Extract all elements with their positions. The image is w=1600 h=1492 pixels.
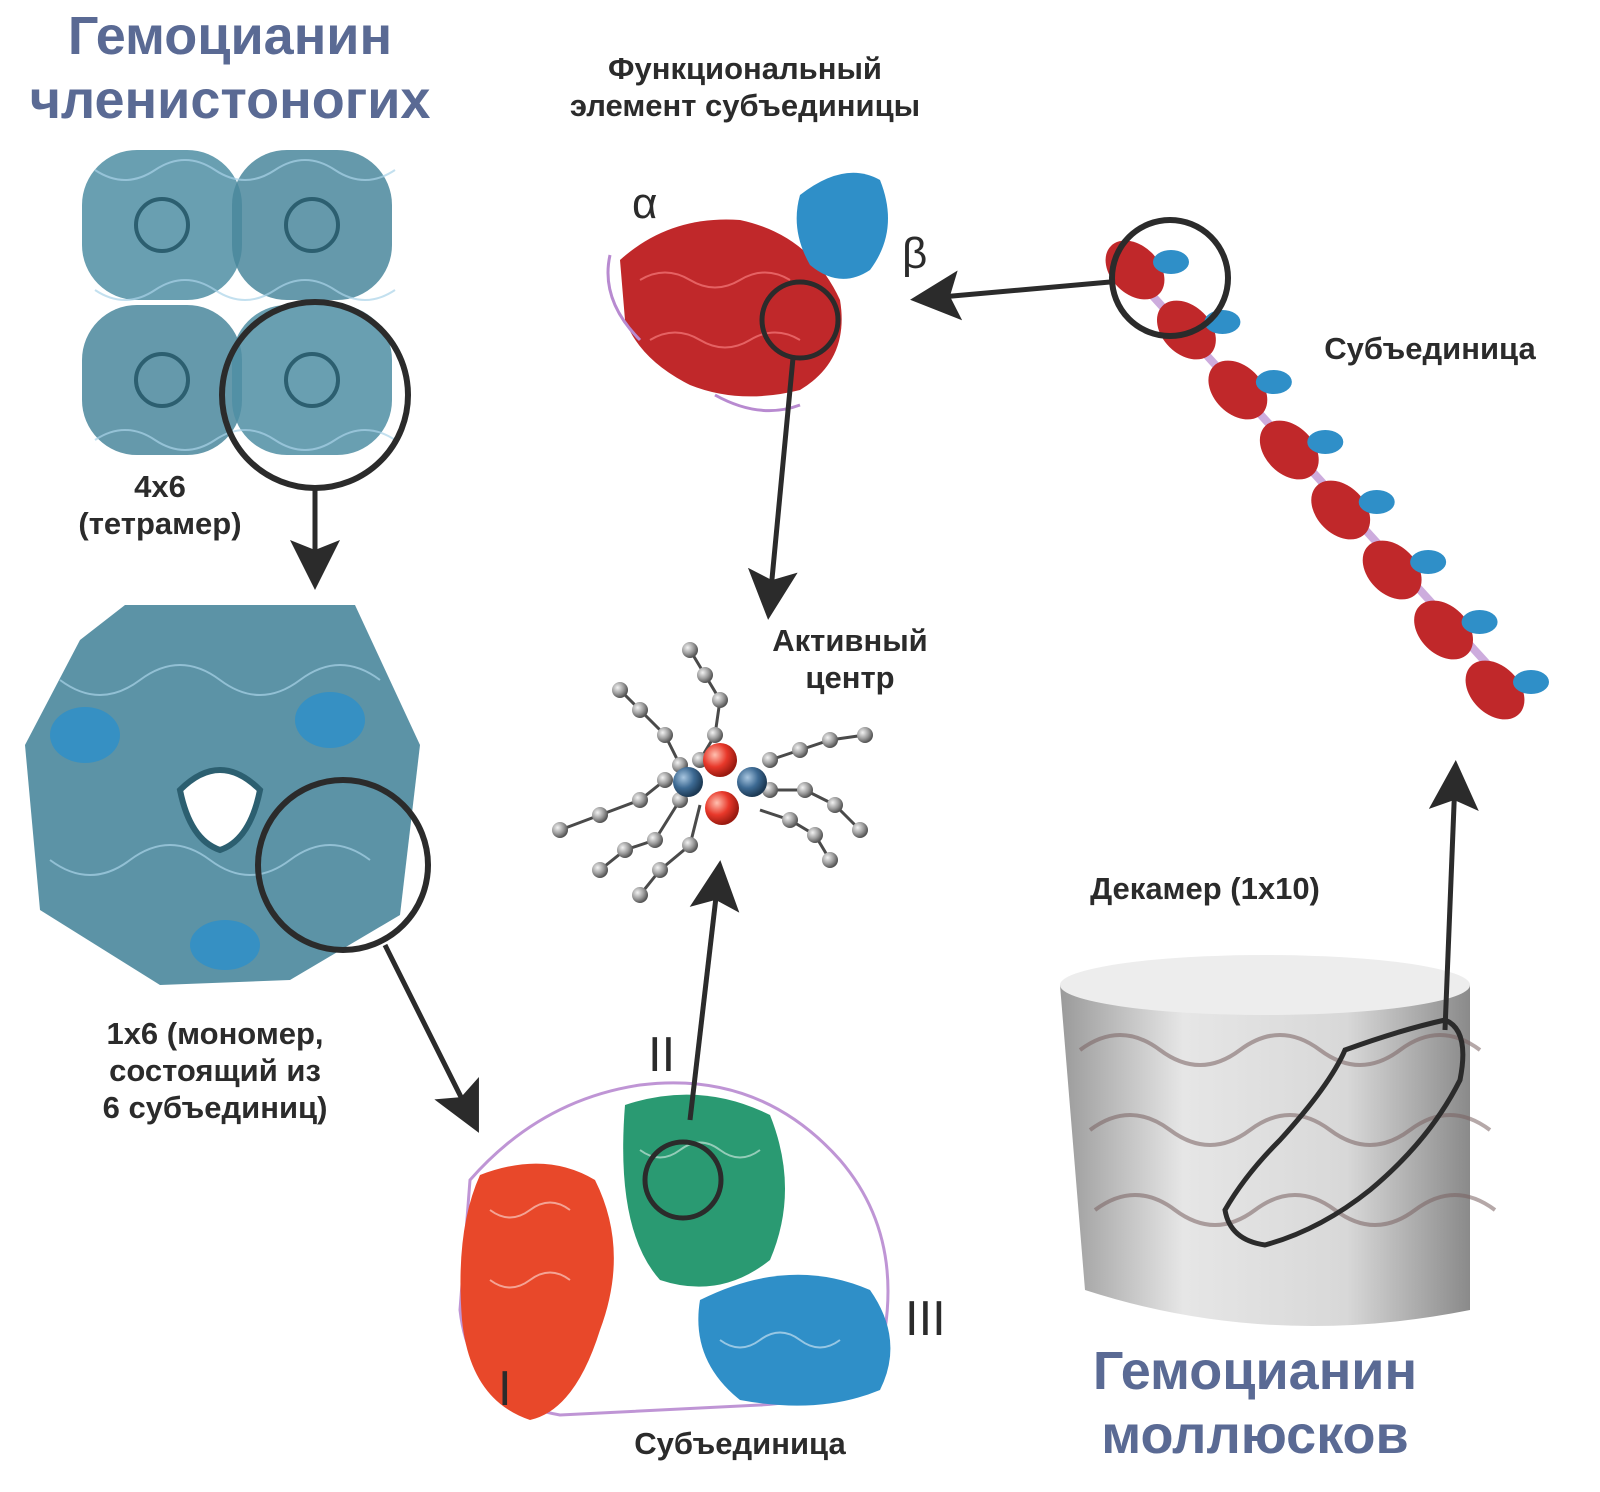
arthropod-title-line2: членистоногих — [29, 69, 431, 130]
active-site-line1: Активный — [772, 623, 928, 658]
decamer-top — [1060, 955, 1470, 1015]
chain-unit-alpha — [1208, 360, 1268, 420]
chain-unit-alpha — [1105, 240, 1165, 300]
chain-unit-alpha — [1362, 540, 1422, 600]
domain-3-label: III — [905, 1292, 946, 1346]
arrow-fu-to-active-site — [747, 357, 798, 620]
arrow-decamer-to-chain — [1428, 760, 1479, 1031]
fu-active-site-circle — [759, 279, 841, 361]
chain-unit-alpha — [1157, 300, 1216, 360]
functional-unit-line1: Функциональный — [608, 51, 882, 86]
hexamer-structure-image — [25, 605, 420, 985]
subunit-domain-2 — [623, 1094, 785, 1287]
chain-functional-unit — [1362, 540, 1447, 600]
arthropod-subunit-image — [458, 1081, 891, 1420]
copper-atom-left — [673, 767, 703, 797]
chain-unit-beta — [1410, 550, 1447, 574]
arrow-monomer-to-subunit — [382, 943, 479, 1133]
mollusc-title-line1: Гемоцианин — [1092, 1341, 1418, 1401]
chain-unit-beta — [1358, 490, 1395, 514]
decamer-cylinder-image — [1060, 955, 1497, 1326]
chain-unit-beta — [1153, 250, 1189, 274]
chain-unit-alpha — [1465, 660, 1525, 720]
chain-unit-alpha — [1414, 600, 1473, 660]
fu-coil — [606, 254, 801, 413]
arrow-subunit-to-active-site — [687, 860, 740, 1121]
monomer-label-line3: 6 субъединиц) — [102, 1090, 328, 1126]
monomer-label: 1x6 (мономер, состоящий из 6 субъединиц) — [55, 1015, 375, 1127]
subunit-active-site-circle — [642, 1139, 724, 1221]
fu-beta-domain — [796, 172, 888, 279]
mollusc-subunit-label: Субъединица — [1324, 331, 1536, 366]
chain-functional-unit — [1208, 360, 1292, 420]
monomer-label-line2: состоящий из — [109, 1053, 321, 1089]
subunit-domain-1 — [460, 1163, 614, 1420]
chain-unit-beta — [1307, 430, 1344, 454]
oxygen-atom-bottom — [705, 791, 739, 825]
tetramer-hexamer-tl — [82, 150, 242, 300]
arthropod-title: Гемоцианин членистоногих — [10, 5, 450, 132]
functional-unit-line2: элемент субъединицы — [569, 88, 921, 124]
subunit-domain-3 — [698, 1274, 891, 1406]
monomer-label-line1: 1x6 (мономер, — [106, 1016, 324, 1051]
chain-unit-beta — [1513, 670, 1549, 694]
tetramer-zoom-circle — [219, 299, 411, 491]
chain-functional-unit — [1259, 420, 1344, 480]
tetramer-hexamer-tr — [232, 150, 392, 300]
tetramer-label: 4x6 (тетрамер) — [40, 468, 280, 542]
mollusc-title: Гемоцианин моллюсков — [1045, 1340, 1465, 1467]
chain-unit-alpha — [1311, 480, 1371, 540]
chain-unit-beta — [1255, 370, 1292, 394]
mollusc-title-line2: моллюсков — [1101, 1404, 1409, 1465]
chain-functional-unit — [1465, 660, 1549, 720]
oxygen-atom-top — [703, 743, 737, 777]
tetramer-label-line1: 4x6 — [134, 469, 186, 504]
chain-unit-beta — [1461, 610, 1498, 634]
active-site-model — [552, 642, 873, 903]
mollusc-subunit-chain — [1105, 240, 1549, 720]
functional-unit-label: Функциональный элемент субъединицы — [515, 50, 975, 124]
copper-atom-right — [737, 767, 767, 797]
arrow-chain-to-fu — [910, 270, 1111, 321]
chain-functional-unit — [1311, 480, 1395, 540]
mollusc-chain-zoom-circle — [1109, 217, 1231, 339]
domain-1-label: I — [498, 1362, 512, 1416]
tetramer-hexamer-br — [232, 305, 392, 455]
functional-unit-image — [606, 172, 888, 413]
fu-alpha-domain — [620, 219, 842, 397]
arthropod-title-line1: Гемоцианин — [67, 6, 393, 66]
chain-functional-unit — [1414, 600, 1498, 660]
arthropod-subunit-label: Субъединица — [634, 1426, 846, 1461]
beta-label: β — [902, 229, 928, 278]
hexamer-zoom-circle — [255, 777, 431, 953]
chain-functional-unit — [1105, 240, 1189, 300]
tetramer-hexamer-bl — [82, 305, 242, 455]
decamer-label: Декамер (1x10) — [1090, 871, 1320, 906]
alpha-label: α — [632, 179, 658, 228]
active-site-line2: центр — [805, 660, 895, 696]
tetramer-structure-image — [82, 150, 396, 455]
domain-2-label: II — [648, 1028, 676, 1082]
active-site-label: Активный центр — [745, 622, 955, 696]
chain-unit-alpha — [1259, 420, 1319, 480]
tetramer-label-line2: (тетрамер) — [78, 506, 242, 542]
